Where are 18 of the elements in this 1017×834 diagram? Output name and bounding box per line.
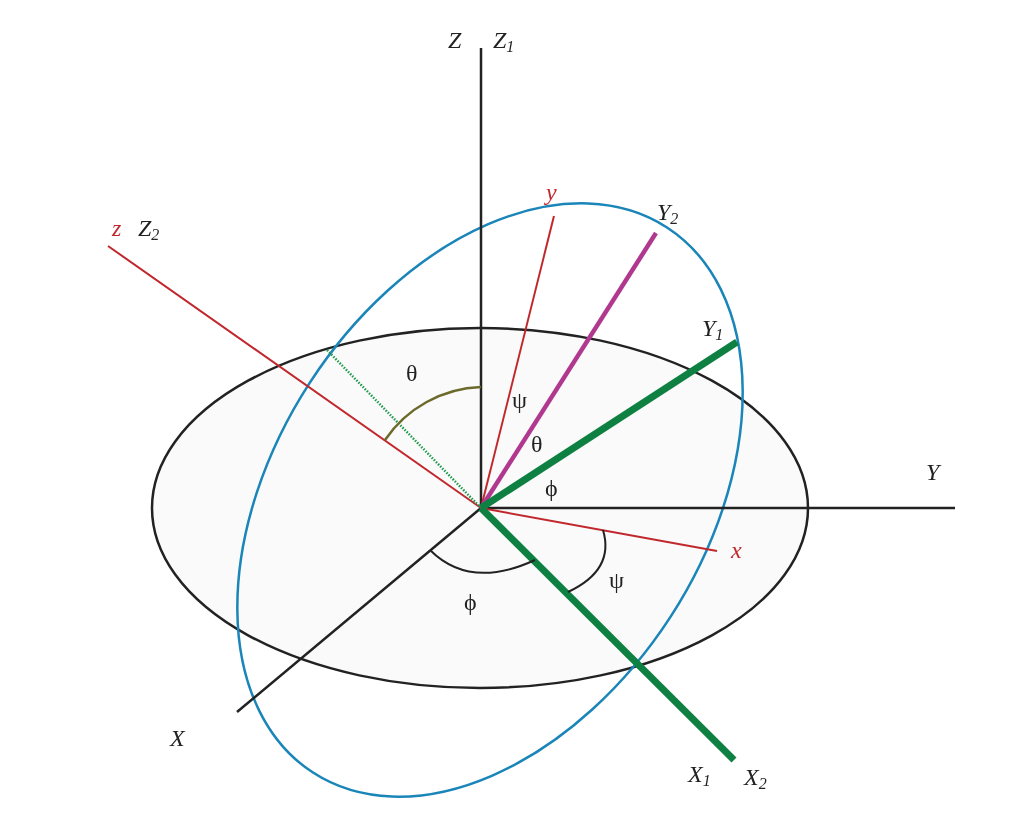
axis-label: Y$_{2}$: [657, 200, 679, 227]
axis-label: Z: [448, 28, 462, 52]
axis-label: Z$_{1}$: [493, 28, 515, 55]
angle-label: θ: [531, 432, 543, 456]
axis-label: X: [170, 726, 185, 750]
axis-label: z: [112, 216, 122, 240]
angle-label: θ: [406, 361, 418, 385]
axis-label: Y$_{1}$: [702, 316, 724, 343]
angle-label: ϕ: [464, 590, 477, 614]
axis-label: Z$_{2}$: [138, 216, 160, 243]
angle-label: ψ: [609, 568, 625, 592]
axis-label: Y: [926, 460, 940, 484]
angle-label: ϕ: [545, 476, 558, 500]
angle-label: ψ: [512, 388, 528, 412]
axis-label: x: [731, 538, 742, 562]
axis-label: y: [546, 180, 557, 204]
axis-label: X$_{2}$: [744, 765, 767, 792]
axis-label: X$_{1}$: [688, 762, 711, 789]
